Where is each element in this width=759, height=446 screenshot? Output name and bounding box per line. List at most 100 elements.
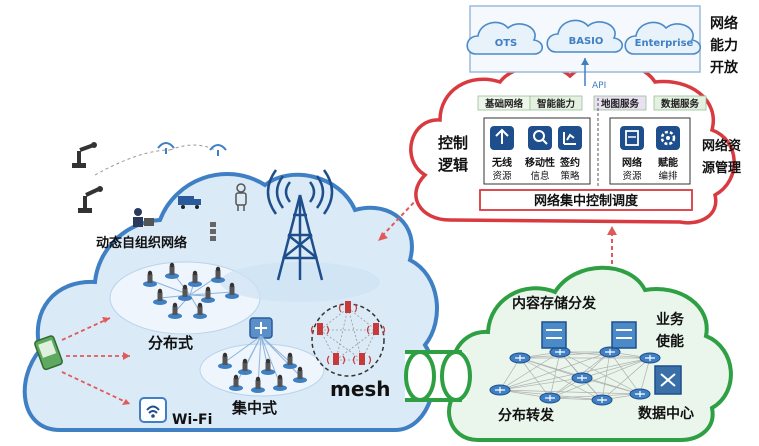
mesh-node-icon [338, 301, 358, 313]
mesh-node-icon [326, 353, 346, 365]
router-icon [629, 388, 651, 400]
svg-text:业务: 业务 [656, 311, 685, 328]
centralized-zone [199, 343, 325, 397]
router-icon [599, 346, 621, 358]
terminal-node-icon [225, 282, 239, 299]
module-sublabel: 资源 [492, 171, 512, 182]
terminal-node-icon [168, 302, 182, 319]
terminal-node-icon [229, 374, 243, 391]
capability-cloud-group: OTS BASIO Enterprise [466, 19, 702, 55]
wireless-icon [490, 126, 514, 150]
module-sublabel: 资源 [622, 171, 642, 182]
wifi-label: Wi-Fi [172, 412, 212, 428]
terminal-node-icon [143, 270, 157, 287]
chart-icon [558, 126, 582, 150]
mesh-node-icon [366, 323, 386, 335]
tower-coverage-zone [220, 262, 380, 302]
service-cloud-icon: OTS [466, 21, 544, 55]
sensor-chain-icon [210, 222, 216, 241]
worker-icon [133, 208, 154, 227]
service-cloud-label: BASIO [569, 36, 604, 47]
control-tab-row: 基础网络 智能能力 地图服务 数据服务 [477, 95, 707, 111]
radio-wave-icon [266, 169, 334, 215]
module-sublabel: 编排 [658, 170, 678, 182]
truck-icon [178, 196, 201, 209]
mesh-node-icon [310, 323, 330, 335]
control-tab-label: 基础网络 [484, 98, 524, 110]
robot-arm-icon [72, 142, 97, 168]
cell-tower-icon [276, 194, 324, 281]
robot-arm-icon [78, 186, 103, 213]
module-label: 赋能 [658, 156, 678, 169]
terminal-node-icon [218, 352, 232, 369]
terminal-node-icon [188, 270, 202, 287]
resource-management-label: 网络资 源管理 [702, 138, 741, 176]
control-tab: 基础网络 [477, 95, 531, 111]
self-organizing-network-label: 动态自组织网络 [96, 235, 187, 251]
distributed-label: 分布式 [148, 334, 193, 352]
terminal-node-icon [211, 266, 225, 283]
svg-text:使能: 使能 [655, 333, 684, 350]
terminal-node-icon [238, 358, 252, 375]
mesh-label: mesh [330, 377, 391, 401]
gear-icon [656, 126, 680, 150]
router-icon [509, 352, 531, 364]
terminal-node-icon [261, 358, 275, 375]
control-logic-label: 控制 逻辑 [438, 134, 468, 174]
access-link-arrows [61, 317, 131, 405]
central-control-bar [479, 189, 693, 211]
server-icon [620, 126, 644, 150]
storage-server-icon [611, 321, 637, 349]
terminal-node-icon [153, 288, 167, 305]
business-enable-label: 业务 使能 [655, 311, 685, 350]
service-cloud-label: Enterprise [635, 38, 694, 49]
module-label: 签约 [559, 156, 580, 169]
terminal-node-icon [251, 376, 265, 393]
datacenter-label: 数据中心 [638, 405, 694, 422]
cloud-interconnect-pipe [404, 350, 472, 402]
svg-text:逻辑: 逻辑 [438, 156, 468, 174]
service-cloud-icon: BASIO [546, 19, 624, 53]
svg-text:能力: 能力 [710, 37, 738, 54]
terminal-node-icon [201, 286, 215, 303]
terminal-node-icon [273, 374, 287, 391]
mesh-node-icon [352, 353, 372, 365]
svg-text:源管理: 源管理 [702, 160, 741, 176]
wifi-router-icon [139, 397, 167, 423]
service-cloud-icon: Enterprise [624, 21, 702, 55]
capability-title: 网络 能力 开放 [710, 15, 739, 76]
central-control-label: 网络集中控制调度 [534, 193, 639, 209]
datacenter-mesh [489, 346, 661, 406]
router-icon [591, 394, 613, 406]
mesh-node-group [310, 301, 386, 365]
distributed-node-cluster [143, 262, 239, 319]
svg-text:网络: 网络 [710, 15, 738, 32]
terminal-node-icon [283, 352, 297, 369]
storage-server-icon [541, 321, 567, 349]
control-tab-label: 智能能力 [537, 98, 575, 110]
distributed-forwarding-label: 分布转发 [498, 407, 555, 424]
control-tab: 数据服务 [653, 95, 707, 111]
terminal-node-icon [178, 284, 192, 301]
module-label: 无线 [491, 156, 512, 169]
svg-text:网络资: 网络资 [702, 138, 741, 154]
router-icon [639, 352, 661, 364]
mobile-device-icon [34, 335, 63, 371]
antenna-dish-icon [209, 144, 227, 156]
terminal-node-icon [293, 366, 307, 383]
svg-text:开放: 开放 [710, 59, 739, 76]
terminal-node-icon [193, 302, 207, 319]
content-distribution-label: 内容存储分发 [512, 295, 597, 312]
module-sublabel: 信息 [530, 170, 549, 182]
router-icon [489, 384, 511, 396]
central-controller-icon [249, 317, 273, 339]
control-tab-label: 地图服务 [601, 98, 640, 110]
datacenter-switch-icon [654, 365, 682, 395]
module-sublabel: 策略 [560, 170, 580, 182]
